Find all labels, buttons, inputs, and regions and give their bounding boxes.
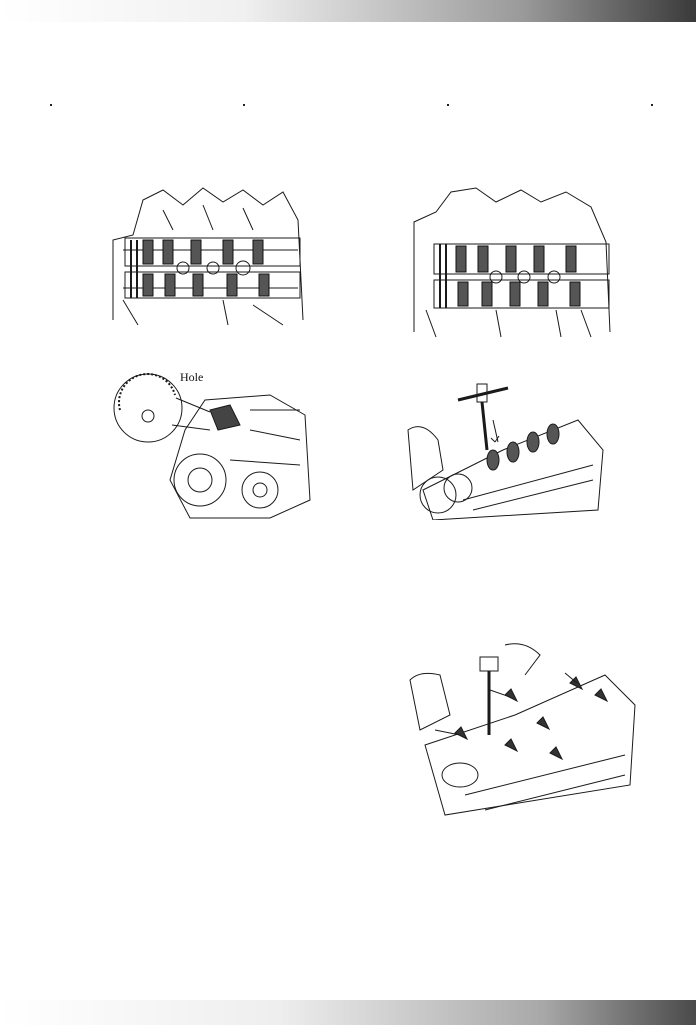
margin-mark (651, 104, 653, 106)
camshaft-wrench-illustration (403, 380, 608, 520)
margin-mark (243, 104, 245, 106)
camshaft-cap-sequence-illustration (406, 182, 616, 340)
header-band (0, 0, 696, 22)
margin-mark (50, 104, 52, 106)
footer-band (0, 1000, 696, 1025)
camshaft-cap-removal-illustration (103, 180, 310, 330)
timing-gear-hole-illustration: Hole (110, 370, 320, 520)
hole-label: Hole (180, 370, 204, 384)
margin-mark (447, 104, 449, 106)
cylinder-head-bolt-illustration (405, 635, 640, 817)
